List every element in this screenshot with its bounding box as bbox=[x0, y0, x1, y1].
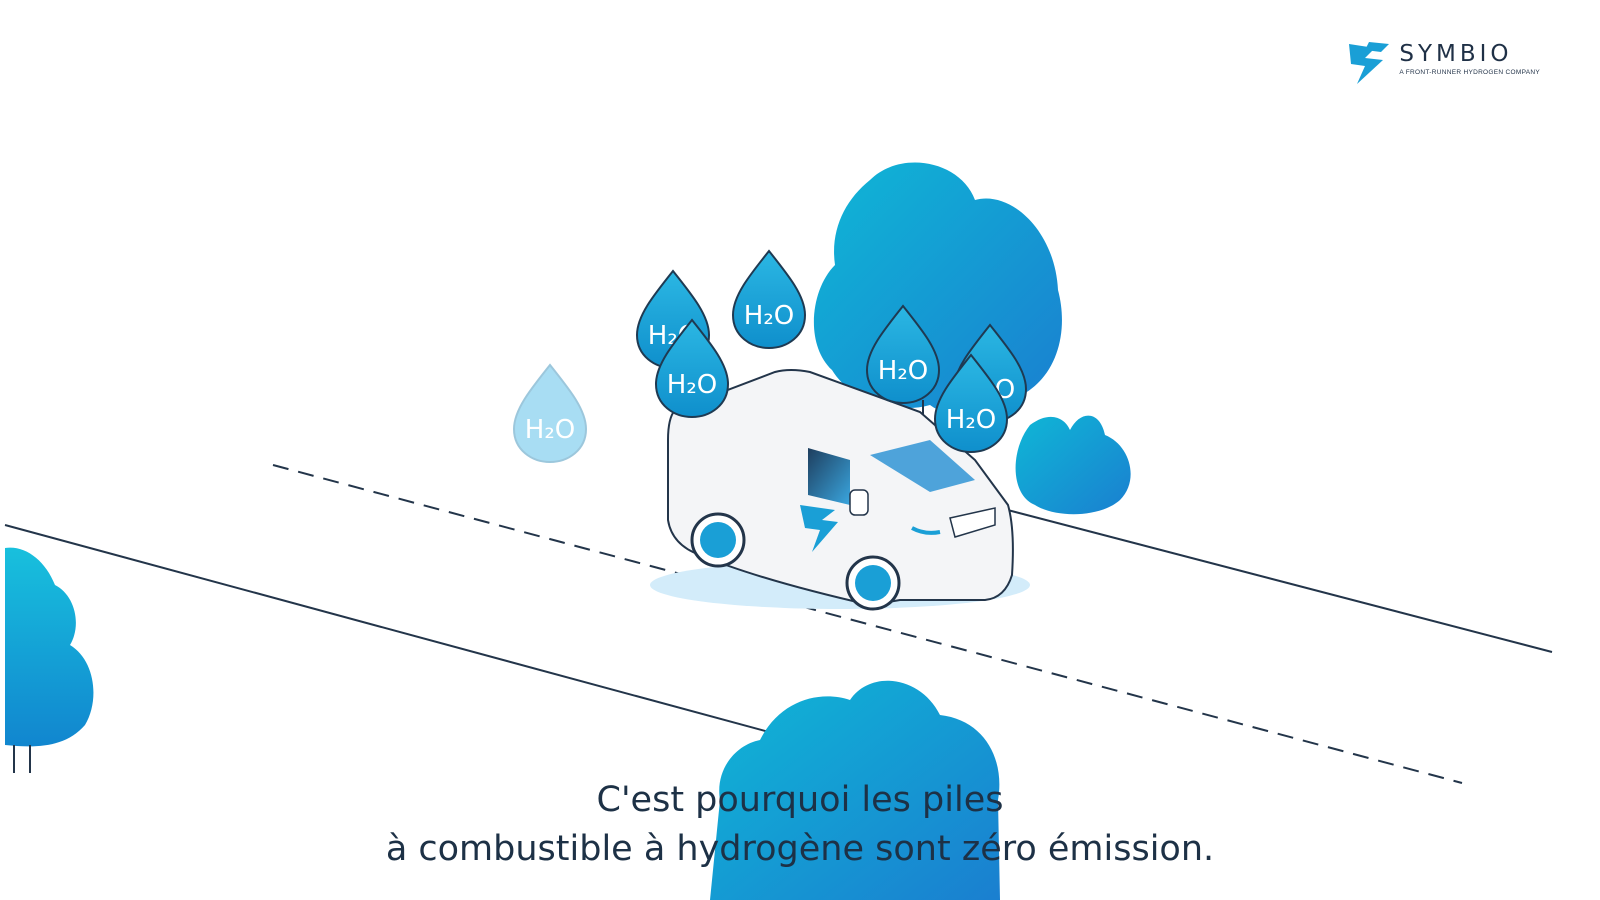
tree-bottom bbox=[710, 680, 1000, 900]
subtitle-line-2: à combustible à hydrogène sont zéro émis… bbox=[385, 829, 1215, 869]
bush-right bbox=[1015, 415, 1131, 515]
road-edge-right bbox=[999, 507, 1553, 653]
water-drop: H₂O bbox=[933, 353, 1009, 454]
subtitle-line-1: C'est pourquoi les piles bbox=[596, 780, 1004, 820]
water-drop: H₂O bbox=[865, 304, 941, 405]
subtitle-caption: C'est pourquoi les piles à combustible à… bbox=[0, 776, 1600, 874]
water-drop-label: H₂O bbox=[744, 301, 794, 331]
brand-logo: SYMBIO A FRONT-RUNNER HYDROGEN COMPANY bbox=[1345, 40, 1540, 86]
water-drop: H₂O bbox=[731, 249, 807, 350]
water-drop-label: H₂O bbox=[946, 405, 996, 435]
road-center-dashed bbox=[272, 464, 1463, 784]
water-drop-label: H₂O bbox=[525, 415, 575, 445]
symbio-logo-icon bbox=[1349, 42, 1390, 84]
water-drop-label: H₂O bbox=[878, 356, 928, 386]
brand-name: SYMBIO bbox=[1399, 41, 1513, 67]
tree-left bbox=[5, 547, 94, 773]
water-drop-faded: H₂O bbox=[512, 363, 588, 464]
road-edge-left bbox=[4, 524, 781, 736]
hydrogen-van bbox=[650, 369, 1030, 611]
water-drop: H₂O bbox=[654, 318, 730, 419]
water-drop-label: H₂O bbox=[667, 370, 717, 400]
brand-tagline: A FRONT-RUNNER HYDROGEN COMPANY bbox=[1399, 69, 1540, 76]
